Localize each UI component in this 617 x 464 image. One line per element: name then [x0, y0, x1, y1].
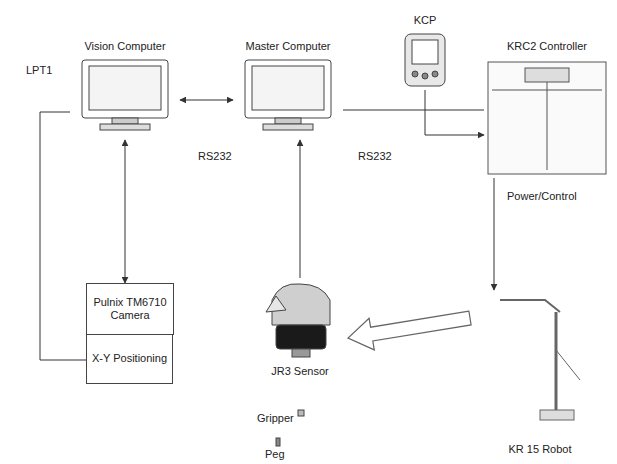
connector-line — [300, 140, 301, 278]
part-label: Peg — [263, 448, 287, 461]
controller-node: KRC2 Controller — [484, 40, 610, 178]
port-label: LPT1 — [24, 64, 54, 77]
node-text: Master Computer — [244, 40, 333, 53]
port-label: RS232 — [356, 150, 394, 163]
controller-cabinet — [488, 62, 606, 174]
pendant-node: KCP — [400, 14, 450, 90]
signal-label: Power/Control — [505, 190, 579, 203]
hollow-arrow — [348, 311, 471, 350]
pendant-drawing — [405, 34, 445, 86]
node-text: JR3 Sensor — [269, 365, 330, 378]
sensor-node: JR3 Sensor — [252, 278, 348, 378]
robot-node: KR 15 Robot — [470, 290, 610, 456]
computer-node: Vision Computer — [70, 40, 180, 140]
connector-line — [425, 90, 484, 135]
connector-line — [40, 112, 86, 360]
node-text: KR 15 Robot — [507, 443, 574, 456]
connector-line — [180, 100, 233, 101]
port-label: RS232 — [196, 150, 234, 163]
connector-line — [125, 140, 126, 283]
monitor-drawing — [82, 60, 168, 130]
node-text: Vision Computer — [82, 40, 167, 53]
node-text: KRC2 Controller — [505, 40, 589, 53]
connector-line — [343, 110, 484, 111]
computer-node: Master Computer — [233, 40, 343, 140]
part-label: Gripper — [255, 412, 296, 425]
node-text: KCP — [412, 14, 439, 27]
node-text: X-Y Positioning — [90, 352, 169, 365]
robot-drawing — [500, 300, 580, 420]
positioning-box: X-Y Positioning — [86, 334, 173, 384]
connector-line — [494, 178, 495, 290]
monitor-drawing — [245, 60, 331, 130]
camera-box: Pulnix TM6710 Camera — [86, 283, 174, 335]
node-text: Pulnix TM6710 Camera — [87, 296, 173, 322]
